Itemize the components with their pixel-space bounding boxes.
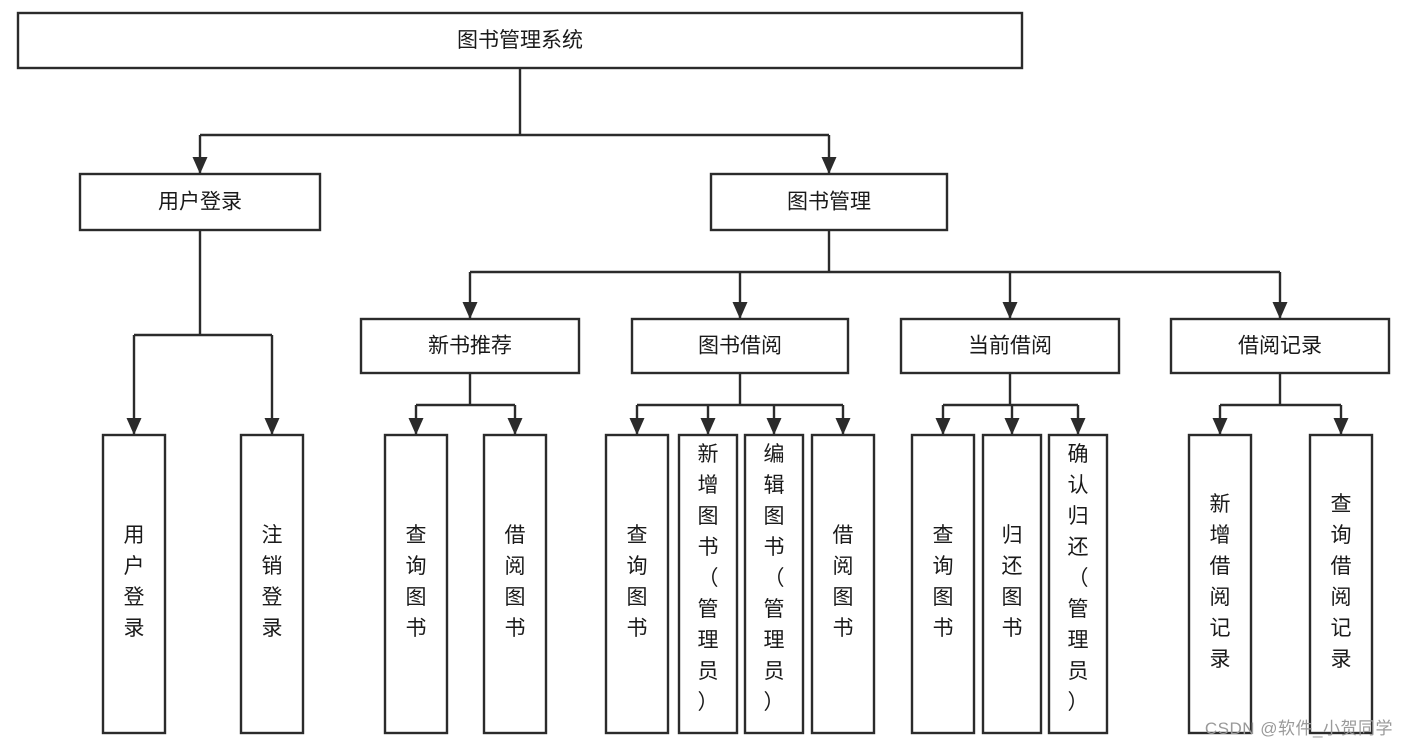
leaf-record-1-rect[interactable] (1308, 433, 1374, 735)
leaf-current-0[interactable]: 查询图书 (910, 433, 976, 735)
record-arrow-1 (1333, 418, 1349, 435)
leaf-login-1[interactable]: 注销登录 (239, 433, 305, 735)
leaf-newbook-0[interactable]: 查询图书 (383, 433, 449, 735)
node-level3-1-label: 图书借阅 (698, 335, 782, 358)
current-arrow-2 (1070, 418, 1086, 435)
leaf-current-0-rect[interactable] (910, 433, 976, 735)
node-level2-0[interactable]: 用户登录 (78, 172, 322, 232)
leaf-borrow-3-rect[interactable] (810, 433, 876, 735)
bookmgmt-arrow-3 (1272, 302, 1288, 319)
node-level3-3[interactable]: 借阅记录 (1169, 317, 1391, 375)
leaf-login-0-label: 用户登录 (124, 524, 145, 640)
node-level3-2-label: 当前借阅 (968, 335, 1052, 358)
login-arrow-0 (126, 418, 142, 435)
node-level3-2[interactable]: 当前借阅 (899, 317, 1121, 375)
node-root-label: 图书管理系统 (457, 29, 583, 52)
connector-layer (126, 68, 1349, 435)
leaf-login-1-rect[interactable] (239, 433, 305, 735)
node-level3-1-rect[interactable] (630, 317, 850, 375)
leaf-current-1[interactable]: 归还图书 (981, 433, 1043, 735)
leaf-newbook-1-label: 借阅图书 (505, 524, 526, 640)
root-arrow-0 (192, 157, 208, 174)
node-root[interactable]: 图书管理系统 (16, 11, 1024, 70)
leaf-record-0[interactable]: 新增借阅记录 (1187, 433, 1253, 735)
leaf-current-2-label: 确认归还（管理员） (1068, 443, 1089, 714)
node-level3-2-rect[interactable] (899, 317, 1121, 375)
leaf-record-1-label: 查询借阅记录 (1331, 493, 1352, 671)
login-arrow-1 (264, 418, 280, 435)
leaf-record-1[interactable]: 查询借阅记录 (1308, 433, 1374, 735)
leaf-borrow-2-label: 编辑图书（管理员） (764, 443, 785, 714)
leaf-borrow-3[interactable]: 借阅图书 (810, 433, 876, 735)
newbook-arrow-1 (507, 418, 523, 435)
leaf-current-2[interactable]: 确认归还（管理员） (1047, 433, 1109, 735)
newbook-arrow-0 (408, 418, 424, 435)
node-level3-1[interactable]: 图书借阅 (630, 317, 850, 375)
node-level2-1-label: 图书管理 (787, 191, 871, 214)
node-root-rect[interactable] (16, 11, 1024, 70)
node-level3-0-label: 新书推荐 (428, 335, 512, 358)
current-arrow-1 (1004, 418, 1020, 435)
leaf-newbook-1-rect[interactable] (482, 433, 548, 735)
current-arrow-0 (935, 418, 951, 435)
borrow-arrow-2 (766, 418, 782, 435)
root-arrow-1 (821, 157, 837, 174)
leaf-current-2-rect[interactable] (1047, 433, 1109, 735)
record-arrow-0 (1212, 418, 1228, 435)
borrow-arrow-3 (835, 418, 851, 435)
borrow-arrow-1 (700, 418, 716, 435)
node-level3-0[interactable]: 新书推荐 (359, 317, 581, 375)
node-layer: 图书管理系统用户登录图书管理用户登录注销登录新书推荐图书借阅当前借阅借阅记录查询… (16, 11, 1391, 735)
leaf-current-1-label: 归还图书 (1002, 524, 1023, 640)
leaf-login-0[interactable]: 用户登录 (101, 433, 167, 735)
leaf-borrow-0[interactable]: 查询图书 (604, 433, 670, 735)
bookmgmt-arrow-2 (1002, 302, 1018, 319)
leaf-login-0-rect[interactable] (101, 433, 167, 735)
bookmgmt-arrow-0 (462, 302, 478, 319)
leaf-borrow-1-label: 新增图书（管理员） (698, 443, 719, 714)
leaf-login-1-label: 注销登录 (262, 524, 283, 640)
borrow-arrow-0 (629, 418, 645, 435)
leaf-borrow-0-rect[interactable] (604, 433, 670, 735)
node-level2-0-rect[interactable] (78, 172, 322, 232)
leaf-borrow-2[interactable]: 编辑图书（管理员） (743, 433, 805, 735)
node-level3-0-rect[interactable] (359, 317, 581, 375)
leaf-borrow-2-rect[interactable] (743, 433, 805, 735)
node-level2-0-label: 用户登录 (158, 191, 242, 214)
node-level2-1-rect[interactable] (709, 172, 949, 232)
leaf-record-0-label: 新增借阅记录 (1210, 493, 1231, 671)
leaf-borrow-3-label: 借阅图书 (833, 524, 854, 640)
node-level3-3-rect[interactable] (1169, 317, 1391, 375)
leaf-record-0-rect[interactable] (1187, 433, 1253, 735)
bookmgmt-arrow-1 (732, 302, 748, 319)
leaf-newbook-1[interactable]: 借阅图书 (482, 433, 548, 735)
leaf-newbook-0-rect[interactable] (383, 433, 449, 735)
leaf-borrow-1[interactable]: 新增图书（管理员） (677, 433, 739, 735)
leaf-current-0-label: 查询图书 (933, 524, 954, 640)
leaf-borrow-1-rect[interactable] (677, 433, 739, 735)
leaf-borrow-0-label: 查询图书 (627, 524, 648, 640)
node-level2-1[interactable]: 图书管理 (709, 172, 949, 232)
leaf-current-1-rect[interactable] (981, 433, 1043, 735)
leaf-newbook-0-label: 查询图书 (406, 524, 427, 640)
node-level3-3-label: 借阅记录 (1238, 335, 1322, 358)
